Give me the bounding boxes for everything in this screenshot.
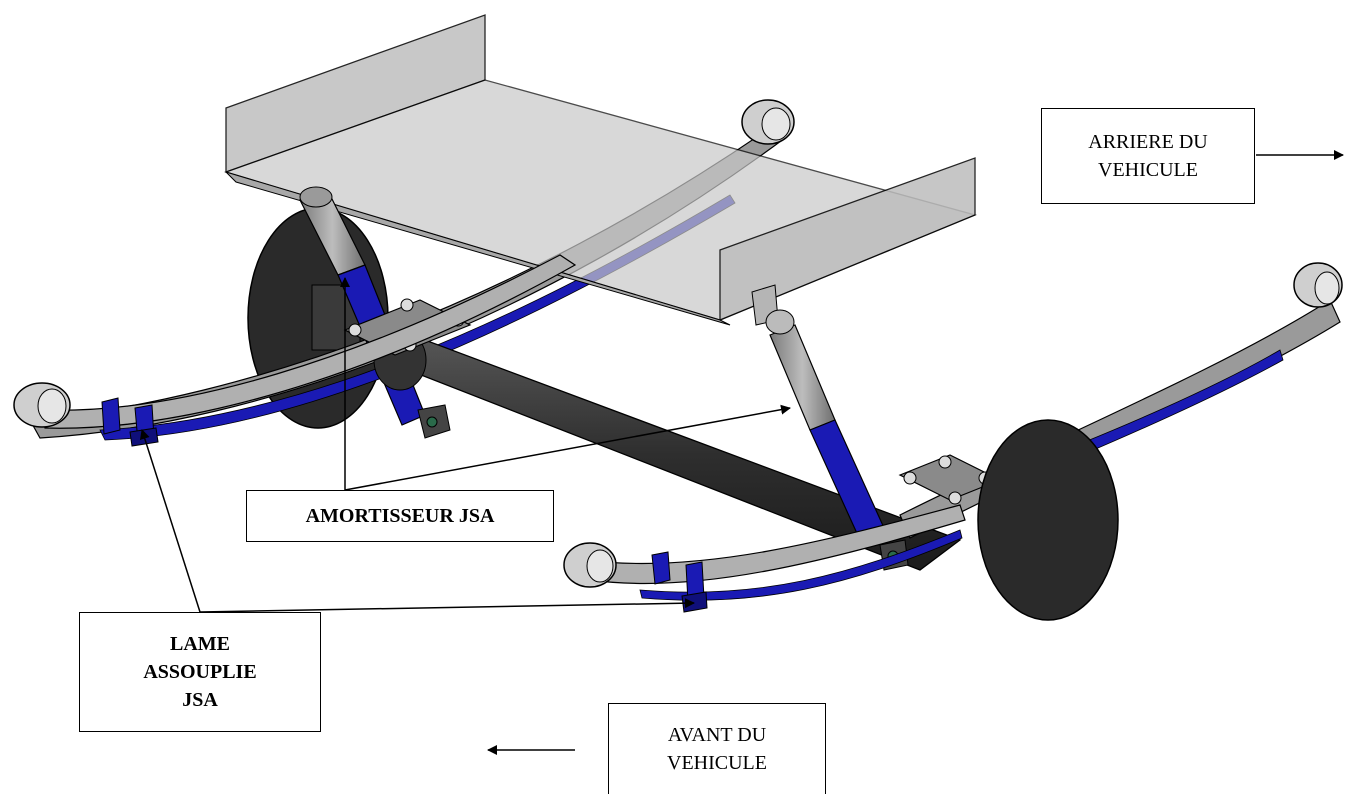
leader-lame-right [199,598,695,613]
label-line: JSA [182,689,218,711]
shock-absorber-right [751,284,886,541]
leaf-spring-rear-right [899,262,1343,539]
label-arriere-du-vehicule: ARRIERE DU VEHICULE [1041,108,1255,204]
leader-lines [139,150,1344,755]
label-line: VEHICULE [667,752,767,774]
leader-amortisseur-right [344,404,791,491]
leader-lame-left [139,429,201,613]
label-line: ASSOUPLIE [143,661,257,683]
label-line: AMORTISSEUR JSA [305,505,495,527]
label-amortisseur-jsa: AMORTISSEUR JSA [246,490,554,542]
label-lame-assouplie-jsa: LAME ASSOUPLIE JSA [79,612,321,732]
label-line: ARRIERE DU [1088,131,1208,153]
leaf-spring-rear-left [29,99,795,441]
label-line: AVANT DU [667,724,767,746]
label-avant-du-vehicule: AVANT DU VEHICULE [608,703,826,794]
leaf-spring-front-right [563,504,966,613]
label-line: LAME [170,633,230,655]
right-wheel [977,419,1119,621]
label-line: VEHICULE [1098,159,1198,181]
